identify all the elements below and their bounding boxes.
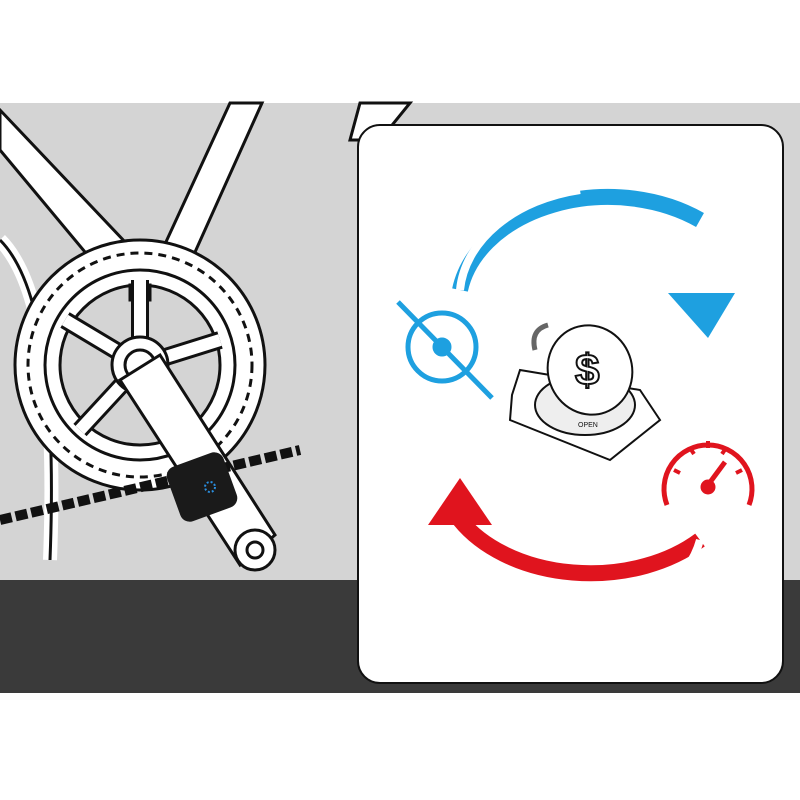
crank-cadence-icon xyxy=(396,300,494,400)
cadence-arrow xyxy=(452,186,735,338)
speed-arrow xyxy=(428,478,705,626)
chainring xyxy=(13,238,267,492)
chain xyxy=(0,445,302,525)
open-label: OPEN xyxy=(578,422,598,429)
speedometer-icon xyxy=(661,441,755,506)
rotate-arrow-icon xyxy=(531,322,549,351)
led-icon xyxy=(204,481,216,493)
coin-battery-sensor-icon: $ OPEN xyxy=(508,322,662,462)
dollar-symbol: $ xyxy=(575,346,599,395)
cadence-sensor-on-crank xyxy=(166,452,238,522)
